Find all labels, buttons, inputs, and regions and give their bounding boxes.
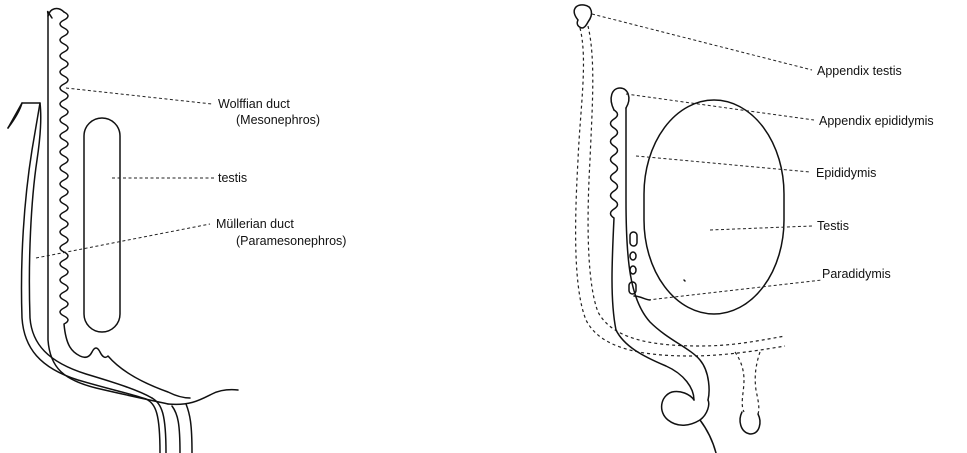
urogenital-sinus-stem-2 [172,406,180,453]
epididymis-coil [611,110,618,330]
label-epididymis: Epididymis [816,166,876,180]
urogenital-sinus-stem-3 [186,404,192,453]
seminal-vesicle [662,391,709,425]
label-appendix-epididymis: Appendix epididymis [819,114,934,128]
paradidymis-tubule-2 [630,252,636,260]
leader-appendix-epididymis [626,94,814,120]
regressed-mullerian-duct-outer [576,28,785,356]
vas-deferens-inner-wall [626,108,709,400]
regressed-mullerian-lower-left [735,352,744,412]
ejaculatory-duct [700,420,716,453]
leader-appendix-testis [592,14,812,70]
appendix-epididymis [611,88,629,110]
testis-outline-right [644,100,784,314]
label-paradidymis: Paradidymis [822,267,891,281]
label-paramesonephros: (Paramesonephros) [236,234,346,248]
label-wolffian-duct: Wolffian duct [218,97,290,111]
wolffian-duct-inner-wall [48,11,168,404]
paradidymis-tubule-3 [630,266,636,274]
regressed-mullerian-lower-right [755,352,760,414]
label-testis-right: Testis [817,219,849,233]
leader-testis-right [710,226,812,230]
label-mesonephros: (Mesonephros) [236,113,320,127]
vas-deferens-outer-wall [616,330,694,400]
label-appendix-testis: Appendix testis [817,64,902,78]
wolffian-duct-coil [60,12,190,398]
label-testis-left: testis [218,171,247,185]
appendix-testis-bulb [574,5,591,28]
left-diagram: Wolffian duct (Mesonephros) testis Mülle… [8,9,346,453]
urogenital-sinus-bottom [146,399,160,453]
paradidymis-tubule-1 [630,232,637,246]
prostatic-utricle-bulb [740,412,760,434]
right-diagram: Appendix testis Appendix epididymis Epid… [574,5,933,453]
leader-wolffian [66,88,212,104]
leader-epididymis [636,156,810,172]
label-mullerian-duct: Müllerian duct [216,217,294,231]
urogenital-sinus-right [168,390,238,405]
testis-outline [84,118,120,332]
testis-speck [684,280,685,281]
